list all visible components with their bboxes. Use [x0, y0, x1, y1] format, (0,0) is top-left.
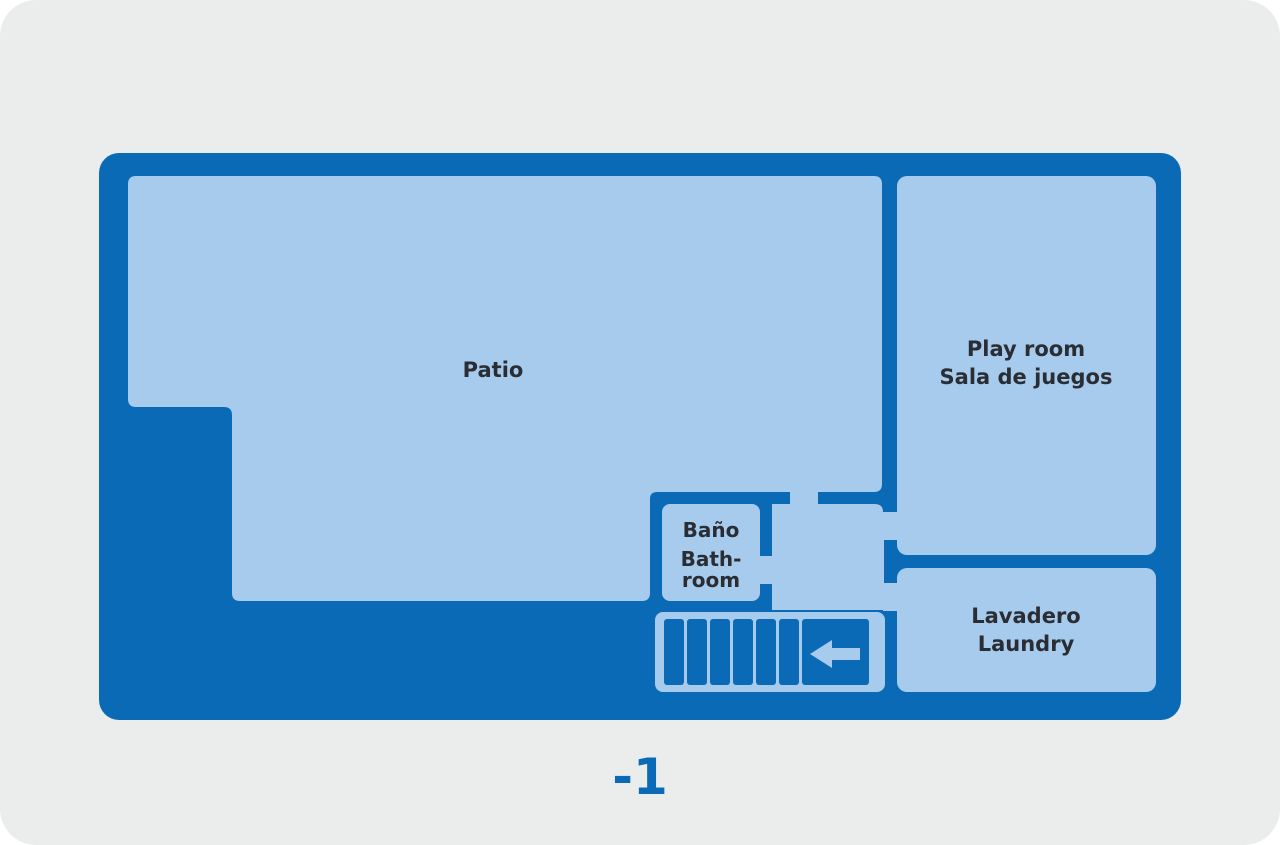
bathroom-door	[759, 556, 773, 584]
stair-steps	[664, 619, 799, 685]
hallway-door-top	[790, 492, 818, 505]
play-room-label-en: Play room	[967, 337, 1085, 361]
patio-label: Patio	[463, 358, 524, 382]
stair-step	[779, 619, 799, 685]
staircase	[655, 612, 885, 692]
floor-level-label: -1	[612, 748, 668, 806]
hallway-door-play-room	[883, 512, 897, 540]
laundry-label-es: Lavadero	[971, 604, 1080, 628]
room-bathroom	[662, 504, 760, 601]
stair-step	[756, 619, 776, 685]
hallway-door-laundry	[883, 583, 897, 611]
stair-step	[664, 619, 684, 685]
laundry-label-en: Laundry	[978, 632, 1075, 656]
arrow-left-icon	[810, 640, 860, 668]
play-room-label-es: Sala de juegos	[940, 365, 1113, 389]
room-play-room	[897, 176, 1156, 555]
room-laundry	[897, 568, 1156, 692]
hallway	[772, 504, 884, 610]
stair-step	[733, 619, 753, 685]
bathroom-label-en-1: Bath-	[681, 547, 742, 571]
bathroom-label-en-2: room	[682, 568, 740, 592]
bathroom-label-es: Baño	[683, 518, 740, 542]
stair-step	[710, 619, 730, 685]
room-patio	[128, 176, 882, 601]
stair-step	[687, 619, 707, 685]
